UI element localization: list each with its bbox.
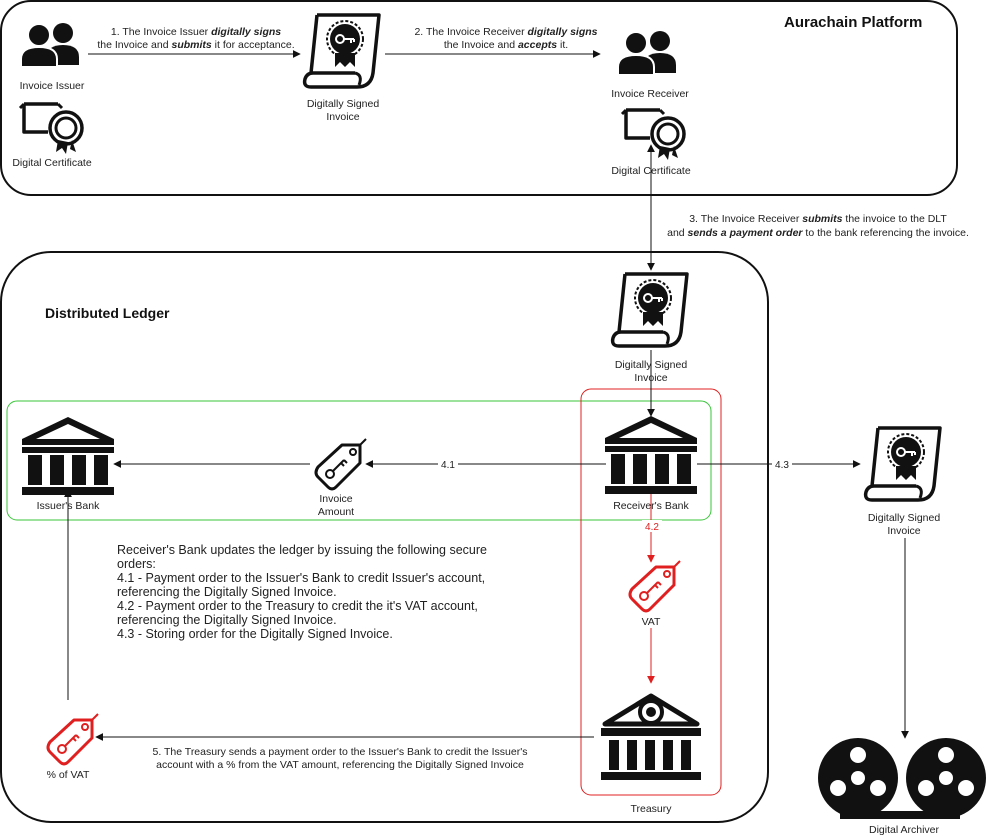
- signed-invoice-label-2: Invoice: [326, 111, 359, 123]
- issuer-certificate-label: Digital Certificate: [12, 157, 92, 169]
- step-3-line-1: 3. The Invoice Receiver submits the invo…: [689, 213, 947, 225]
- invoice-amount-tag-icon: [314, 437, 368, 491]
- receiver-certificate-icon: [620, 108, 686, 162]
- invoice-amount-label-2: Amount: [318, 506, 354, 518]
- step-4-1-label: 4.1: [441, 460, 455, 471]
- banks-group-box: [6, 400, 712, 521]
- digital-archiver-icon: [818, 738, 986, 819]
- step-2-line-2: the Invoice and accepts it.: [444, 39, 568, 51]
- distributed-ledger-container: [0, 251, 769, 823]
- invoice-issuer-label: Invoice Issuer: [20, 80, 85, 92]
- vat-label: VAT: [642, 616, 661, 628]
- treasury-label: Treasury: [630, 803, 672, 815]
- note-line-5: 4.2 - Payment order to the Treasury to c…: [117, 599, 478, 613]
- digital-archiver-label: Digital Archiver: [869, 824, 940, 836]
- step-4-3-label: 4.3: [775, 460, 789, 471]
- signed-invoice-icon: [302, 13, 381, 89]
- step-2-line-1: 2. The Invoice Receiver digitally signs: [414, 26, 597, 38]
- invoice-receiver-label: Invoice Receiver: [611, 88, 689, 100]
- note-line-2: orders:: [117, 557, 156, 571]
- note-line-1: Receiver's Bank updates the ledger by is…: [117, 543, 487, 557]
- issuers-bank-icon: [22, 417, 114, 495]
- ledger-title: Distributed Ledger: [45, 305, 170, 321]
- step-5-line-1: 5. The Treasury sends a payment order to…: [152, 746, 527, 758]
- note-line-3: 4.1 - Payment order to the Issuer's Bank…: [117, 571, 485, 585]
- aurachain-platform-container: [0, 0, 958, 196]
- step-5-line-2: account with a % from the VAT amount, re…: [156, 759, 524, 771]
- note-line-4: referencing the Digitally Signed Invoice…: [117, 585, 337, 599]
- ledger-signed-invoice-label-2: Invoice: [634, 372, 667, 384]
- invoice-receiver-icon: [617, 30, 677, 76]
- archived-signed-invoice-label-2: Invoice: [887, 525, 920, 537]
- issuer-certificate-icon: [18, 102, 84, 156]
- treasury-icon: [601, 696, 701, 780]
- step-1-line-1: 1. The Invoice Issuer digitally signs: [111, 26, 281, 38]
- step-3-line-2: and sends a payment order to the bank re…: [667, 227, 969, 239]
- receivers-bank-label: Receiver's Bank: [613, 500, 689, 512]
- invoice-amount-label-1: Invoice: [319, 493, 352, 505]
- receiver-certificate-label: Digital Certificate: [611, 165, 691, 177]
- step-1-line-2: the Invoice and submits it for acceptanc…: [97, 39, 294, 51]
- ledger-signed-invoice-icon: [610, 272, 689, 348]
- note-line-6: referencing the Digitally Signed Invoice…: [117, 613, 337, 627]
- receivers-bank-icon: [605, 416, 697, 494]
- issuers-bank-label: Issuer's Bank: [37, 500, 100, 512]
- signed-invoice-label-1: Digitally Signed: [307, 98, 380, 110]
- step-4-2-label: 4.2: [645, 522, 659, 533]
- ledger-signed-invoice-label-1: Digitally Signed: [615, 359, 688, 371]
- invoice-issuer-icon: [20, 22, 80, 68]
- vat-tag-icon: [628, 559, 682, 613]
- platform-title: Aurachain Platform: [784, 14, 922, 31]
- archived-signed-invoice-label-1: Digitally Signed: [868, 512, 941, 524]
- archived-signed-invoice-icon: [863, 426, 942, 502]
- percent-vat-tag-icon: [46, 712, 100, 766]
- percent-vat-label: % of VAT: [47, 769, 90, 781]
- note-line-7: 4.3 - Storing order for the Digitally Si…: [117, 627, 393, 641]
